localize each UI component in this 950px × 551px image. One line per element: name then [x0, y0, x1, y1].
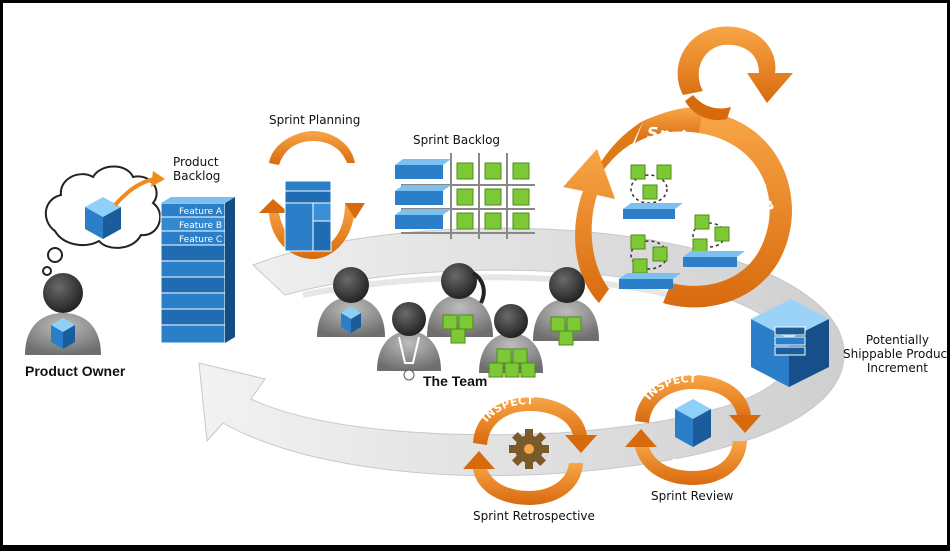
idea-arrow-head-icon: [151, 171, 165, 187]
team-member-5-icon: [533, 267, 599, 346]
increment-line2: Shippable Product: [843, 347, 947, 361]
product-backlog-line1: Product: [173, 155, 219, 169]
scrum-diagram: INSPECT ADAPT INSPECT ADAPT Daily Scrum …: [3, 3, 947, 545]
task-tree-top: [623, 164, 683, 219]
diagram-graphics: INSPECT ADAPT INSPECT ADAPT Daily Scrum …: [25, 3, 845, 505]
feature-b-label: Feature B: [179, 221, 222, 231]
increment-title: Potentially Shippable Product Increment: [843, 333, 947, 375]
sprint-planning-title: Sprint Planning: [269, 113, 361, 127]
sprint-backlog-grid: [395, 153, 535, 239]
idea-cube-icon: [85, 197, 121, 239]
team-member-4-icon: [479, 304, 543, 378]
product-backlog-line2: Backlog: [173, 169, 221, 183]
task-tree-right: [683, 214, 745, 267]
svg-text:ADAPT: ADAPT: [504, 474, 547, 492]
svg-text:ADAPT: ADAPT: [667, 455, 710, 473]
feature-c-label: Feature C: [179, 235, 222, 245]
retro-adapt-text: ADAPT: [504, 474, 547, 492]
sprint-retrospective-title: Sprint Retrospective: [473, 509, 595, 523]
sprint-execution-loop: [563, 26, 793, 308]
increment-line1: Potentially: [865, 333, 929, 347]
increment-line3: Increment: [866, 361, 929, 375]
review-adapt-text: ADAPT: [667, 455, 710, 473]
feature-a-label: Feature A: [179, 207, 223, 217]
task-tree-middle: [619, 234, 681, 289]
the-team-title: The Team: [423, 373, 488, 389]
product-owner-title: Product Owner: [25, 363, 126, 379]
sprint-review-title: Sprint Review: [651, 489, 734, 503]
product-backlog-stack: [160, 197, 235, 344]
gear-icon: [509, 429, 549, 469]
product-backlog-title: Product Backlog: [173, 155, 220, 183]
sprint-planning-cycle: [259, 131, 365, 259]
increment-cube-icon: [751, 299, 829, 387]
team-member-1-icon: [317, 267, 385, 337]
product-owner-person-icon: [25, 273, 101, 355]
team-member-3-icon: [427, 263, 493, 344]
sprint-backlog-title: Sprint Backlog: [413, 133, 501, 147]
team-member-2-icon: [377, 302, 441, 381]
